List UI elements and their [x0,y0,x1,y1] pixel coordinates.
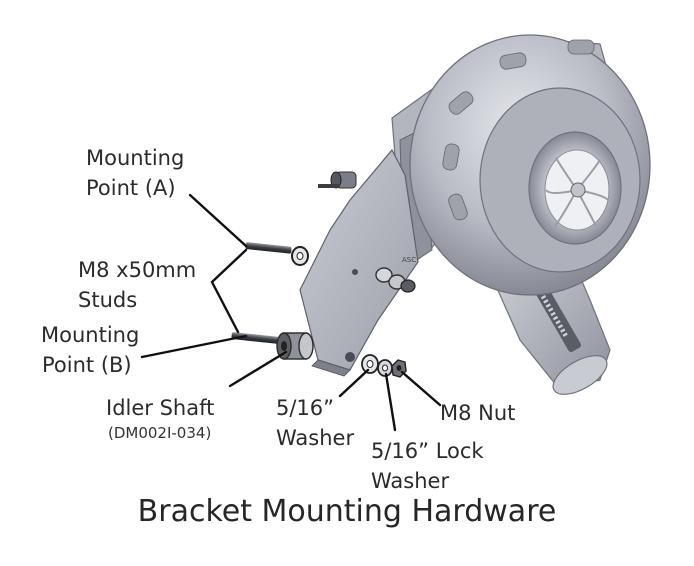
leader-mount-b [140,334,248,359]
label-lock-washer: 5/16” Lock Washer [371,436,484,496]
leader-mount-a [188,193,248,248]
label-idler-shaft-line1: Idler Shaft [106,396,215,420]
leader-nut [400,370,442,407]
leader-lock-washer [384,372,397,432]
washer-5-16 [361,354,379,374]
label-washer-line1: 5/16” [276,396,335,420]
label-m8-nut-text: M8 Nut [440,401,516,425]
stud-a [245,242,292,254]
label-mounting-point-b-line2: Point (B) [42,353,132,377]
leader-idler [228,350,288,388]
label-mounting-point-a: Mounting Point (A) [86,143,184,203]
stud-b [231,332,280,344]
label-washer-line2: Washer [276,426,355,450]
leader-lines [140,193,442,432]
idler-spacer [276,332,314,360]
label-lock-washer-line2: Washer [371,469,450,493]
label-mounting-point-b: Mounting Point (B) [41,320,139,380]
inlet-impeller [528,131,622,245]
label-lock-washer-line1: 5/16” Lock [371,439,484,463]
label-washer: 5/16” Washer [276,393,354,453]
diagram-caption: Bracket Mounting Hardware [137,494,557,529]
label-mounting-point-b-line1: Mounting [41,323,140,347]
bracket-hardware [375,267,416,293]
mounting-bracket: ASC [299,148,419,377]
svg-text:ASC: ASC [402,256,416,264]
label-m8-studs: M8 x50mm Studs [78,255,196,315]
label-m8-studs-line2: Studs [78,288,138,312]
label-m8-studs-line1: M8 x50mm [78,258,197,282]
upper-idler-shaft [318,171,357,189]
label-idler-shaft: Idler Shaft (DM002I-034) [106,393,214,443]
leader-washer [338,368,370,398]
label-m8-nut: M8 Nut [440,398,515,428]
label-mounting-point-a-line2: Point (A) [86,176,176,200]
washer-a [291,246,309,266]
label-mounting-point-a-line1: Mounting [86,146,185,170]
leader-studs [210,248,248,334]
label-idler-shaft-part-number: (DM002I-034) [108,424,212,442]
